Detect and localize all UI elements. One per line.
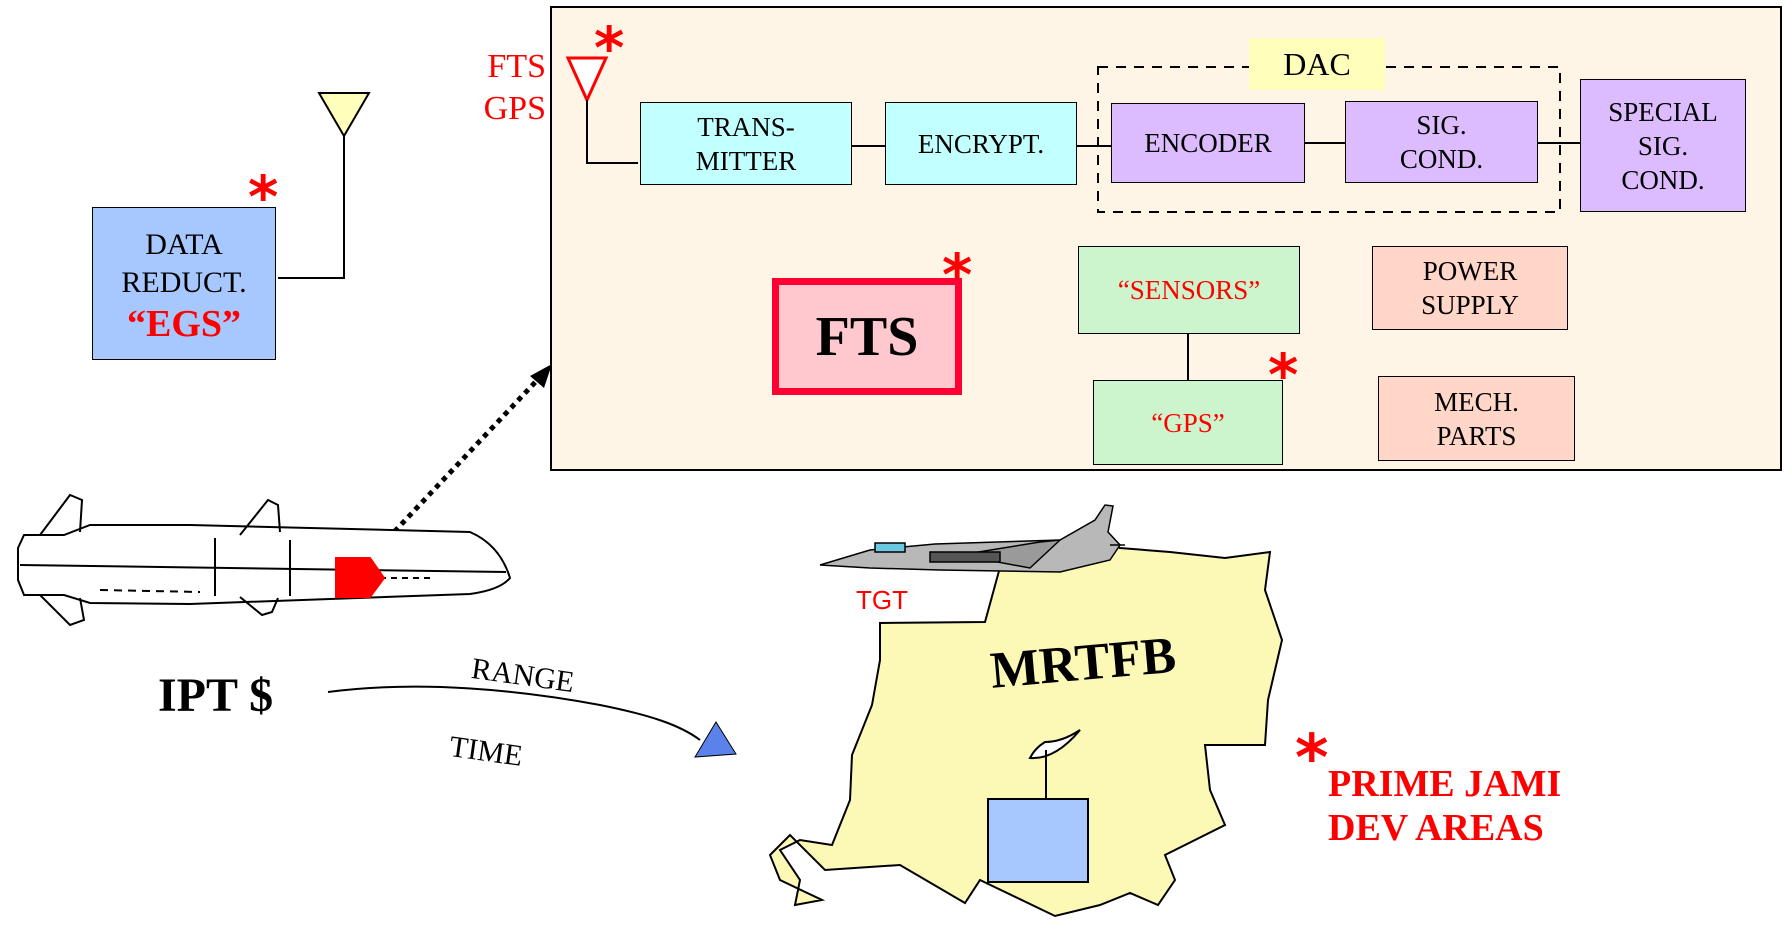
asterisk-icon: * xyxy=(594,14,625,82)
legend-text: PRIME JAMI DEV AREAS xyxy=(1328,763,1562,849)
data-reduct-label: DATA REDUCT. xyxy=(121,227,247,299)
asterisk-icon: * xyxy=(1268,341,1299,409)
special-sig-cond-block: SPECIAL SIG. COND. xyxy=(1580,79,1746,212)
fts-block: FTS xyxy=(772,278,962,395)
power-supply-block: POWER SUPPLY xyxy=(1372,246,1568,330)
transmitter-block: TRANS- MITTER xyxy=(640,102,852,185)
asterisk-icon: * xyxy=(942,241,973,309)
target-aircraft-icon xyxy=(819,504,1125,573)
ground-antenna-icon xyxy=(278,92,371,279)
encrypt-block: ENCRYPT. xyxy=(885,102,1077,185)
ipt-label: IPT $ xyxy=(158,669,274,722)
data-reduct-block: DATA REDUCT. “EGS” xyxy=(92,207,276,360)
range-building xyxy=(987,798,1089,883)
sig-cond-block: SIG. COND. xyxy=(1345,101,1538,183)
dac-label: DAC xyxy=(1249,38,1385,90)
gps-block: “GPS” xyxy=(1093,380,1283,465)
panel-connectors xyxy=(852,142,1580,382)
funding-arrow xyxy=(327,685,737,758)
encoder-block: ENCODER xyxy=(1111,103,1305,183)
antenna-icon xyxy=(565,56,638,164)
dac-boundary xyxy=(1097,66,1561,213)
mech-parts-block: MECH. PARTS xyxy=(1378,376,1575,461)
fts-location-marker xyxy=(335,557,386,598)
telemetry-link xyxy=(371,364,552,556)
asterisk-icon: * xyxy=(1295,722,1329,796)
range-land xyxy=(768,533,1284,918)
tgt-label: TGT xyxy=(856,585,908,615)
antenna-label: FTS GPS xyxy=(483,48,546,127)
egs-label: “EGS” xyxy=(126,302,242,345)
sensors-block: “SENSORS” xyxy=(1078,246,1300,334)
missile-icon xyxy=(17,493,512,627)
radar-dish-icon xyxy=(1028,729,1081,800)
arrowhead-icon xyxy=(694,721,737,758)
